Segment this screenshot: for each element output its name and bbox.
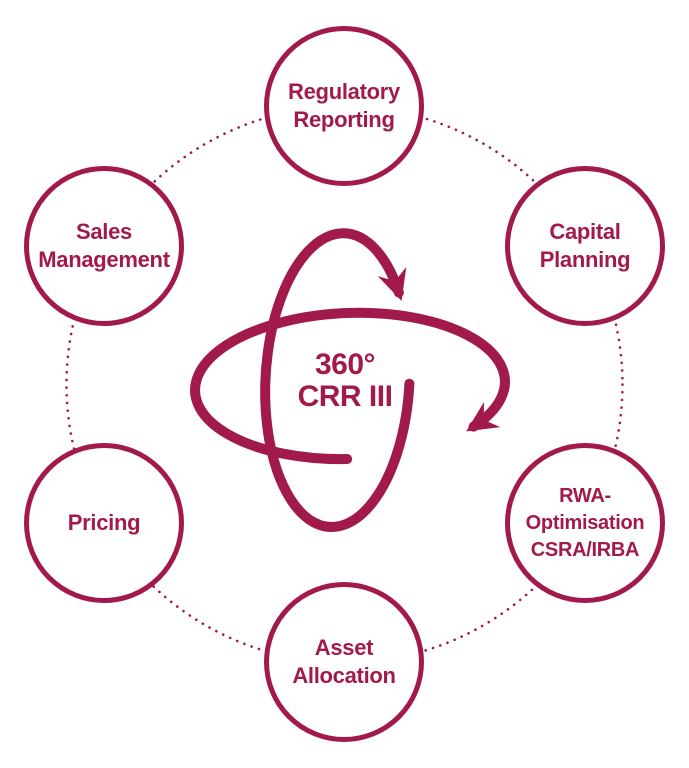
node-label-line: Optimisation — [525, 511, 645, 534]
node-label-line: Capital — [549, 219, 621, 244]
node-label-line: RWA- — [559, 484, 611, 507]
rotation-arrow-horizontal-icon — [190, 307, 510, 465]
node-capital-planning: Capital Planning — [505, 166, 665, 326]
node-label-line: Asset — [314, 635, 374, 660]
node-label-line: Pricing — [67, 510, 141, 535]
node-label-line: Regulatory — [288, 79, 400, 104]
node-label-line: Reporting — [293, 107, 395, 132]
node-label-line: Management — [38, 247, 170, 272]
node-pricing: Pricing — [24, 443, 184, 603]
center-label-title: CRR III — [297, 380, 393, 413]
node-rwa-optimisation: RWA- Optimisation CSRA/IRBA — [505, 443, 665, 603]
node-label-line: Allocation — [292, 663, 396, 688]
node-label-line: Sales — [76, 219, 132, 244]
node-regulatory-reporting: Regulatory Reporting — [264, 26, 424, 186]
node-sales-management: Sales Management — [24, 166, 184, 326]
node-label-line: CSRA/IRBA — [530, 538, 640, 561]
rotation-arrow-vertical-icon — [260, 228, 415, 532]
node-asset-allocation: Asset Allocation — [264, 582, 424, 742]
node-label-line: Planning — [539, 247, 631, 272]
center-label-degrees: 360° — [314, 348, 376, 381]
center-label: 360° CRR III — [235, 349, 455, 413]
